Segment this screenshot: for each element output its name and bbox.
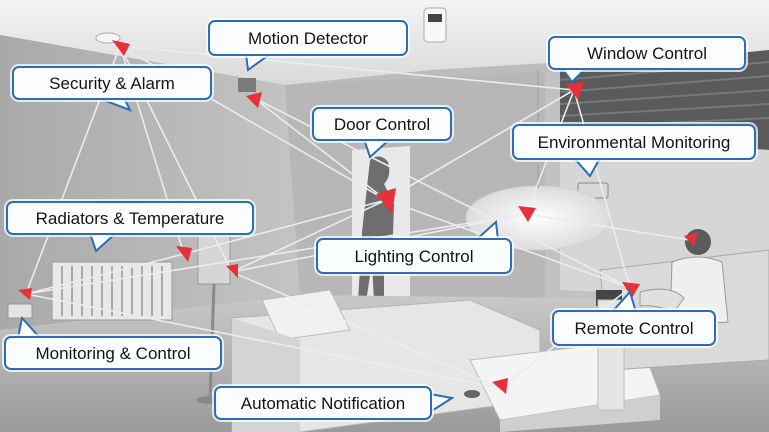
callout-environmental-monitoring: Environmental Monitoring — [512, 124, 756, 178]
callout-label: Lighting Control — [316, 238, 512, 274]
callout-label: Window Control — [548, 36, 746, 70]
callout-label: Door Control — [312, 107, 452, 141]
wall-outlet — [7, 303, 33, 319]
sensor-marker — [18, 288, 32, 300]
callout-motion-detector: Motion Detector — [208, 20, 408, 72]
callout-lighting-control: Lighting Control — [316, 219, 512, 274]
sensor-marker — [176, 246, 192, 262]
callout-security-alarm: Security & Alarm — [12, 66, 212, 112]
sensor-markers — [18, 40, 698, 394]
sensor-marker — [112, 40, 130, 56]
sensor-marker — [492, 378, 508, 394]
callout-label: Automatic Notification — [214, 386, 432, 420]
callout-window-control: Window Control — [548, 36, 746, 84]
sensor-marker — [246, 92, 262, 108]
sensor-marker — [566, 82, 584, 100]
callout-label: Radiators & Temperature — [6, 201, 254, 235]
callout-automatic-notification: Automatic Notification — [214, 386, 455, 420]
callout-door-control: Door Control — [312, 107, 452, 159]
sensor-marker — [622, 282, 640, 298]
sensor-marker — [684, 232, 698, 246]
sensor-marker — [518, 206, 536, 222]
callout-label: Monitoring & Control — [4, 336, 222, 370]
callout-label: Motion Detector — [208, 20, 408, 56]
devices — [95, 7, 480, 398]
callout-label: Remote Control — [552, 310, 716, 346]
callout-remote-control: Remote Control — [552, 290, 716, 346]
callout-radiators-temperature: Radiators & Temperature — [6, 201, 254, 253]
sensor-marker — [226, 264, 238, 278]
callout-label: Security & Alarm — [12, 66, 212, 100]
callout-label: Environmental Monitoring — [512, 124, 756, 160]
sensor-marker — [376, 188, 396, 214]
callout-monitoring-control: Monitoring & Control — [4, 315, 222, 370]
